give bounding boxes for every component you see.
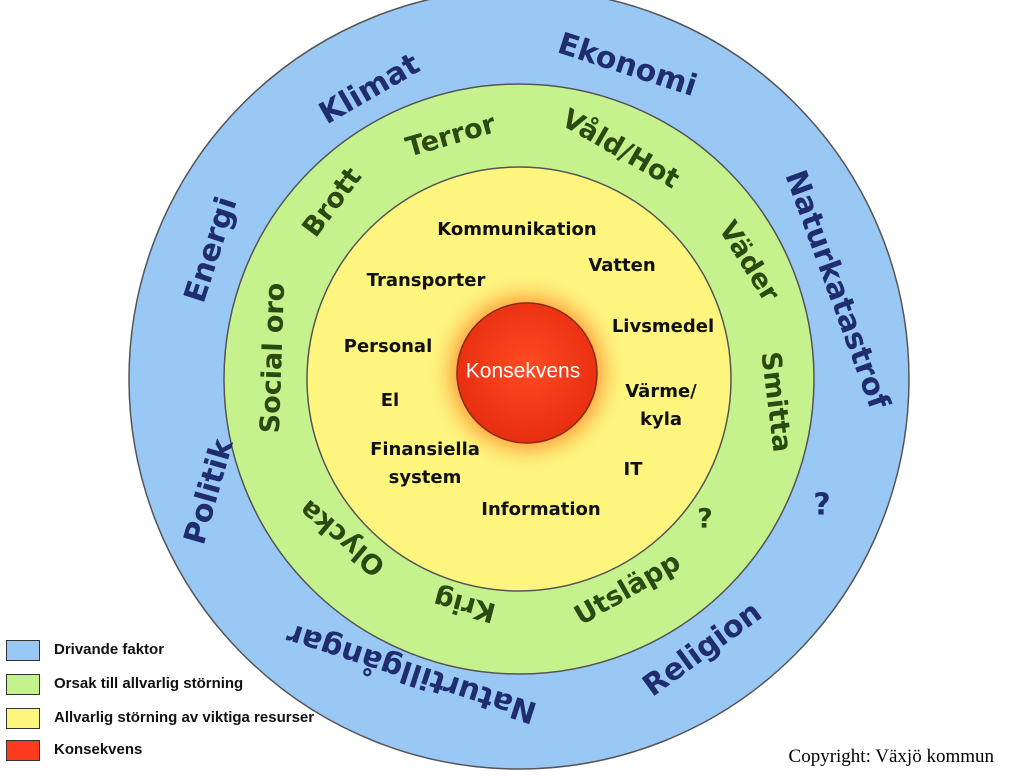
legend-swatch [6,740,40,761]
outer-label-question: ? [813,488,830,523]
legend-label: Allvarlig störning av viktiga resurser [54,709,315,726]
inner-label-system: system [389,467,462,488]
inner-label-personal: Personal [344,336,433,357]
inner-label-livsmedel: Livsmedel [612,316,714,337]
legend-item-orsak: Orsak till allvarlig störning [6,674,366,696]
inner-label-kommunikation: Kommunikation [437,219,596,240]
legend-swatch [6,640,40,661]
inner-label-it: IT [624,459,644,480]
core-konsekvens [456,302,598,444]
legend-item-drivande: Drivande faktor [6,640,366,662]
legend-label: Orsak till allvarlig störning [54,675,244,692]
middle-label-question: ? [697,504,713,535]
legend-item-storning: Allvarlig störning av viktiga resurser [6,708,366,730]
core-label: Konsekvens [466,360,580,383]
legend-item-konsekvens: Konsekvens [6,740,366,762]
inner-label-vatten: Vatten [588,255,655,276]
inner-label-information: Information [481,499,600,520]
inner-label-el: El [381,390,399,411]
inner-label-kyla: kyla [640,409,682,430]
legend-label: Konsekvens [54,741,143,758]
middle-label-social-oro: Social oro [255,282,291,434]
inner-label-finansiella: Finansiella [370,439,480,460]
legend-swatch [6,708,40,729]
legend-swatch [6,674,40,695]
inner-label-varme: Värme/ [625,381,697,402]
legend-label: Drivande faktor [54,641,165,658]
inner-label-transporter: Transporter [367,270,486,291]
copyright-text: Copyright: Växjö kommun [788,746,994,767]
